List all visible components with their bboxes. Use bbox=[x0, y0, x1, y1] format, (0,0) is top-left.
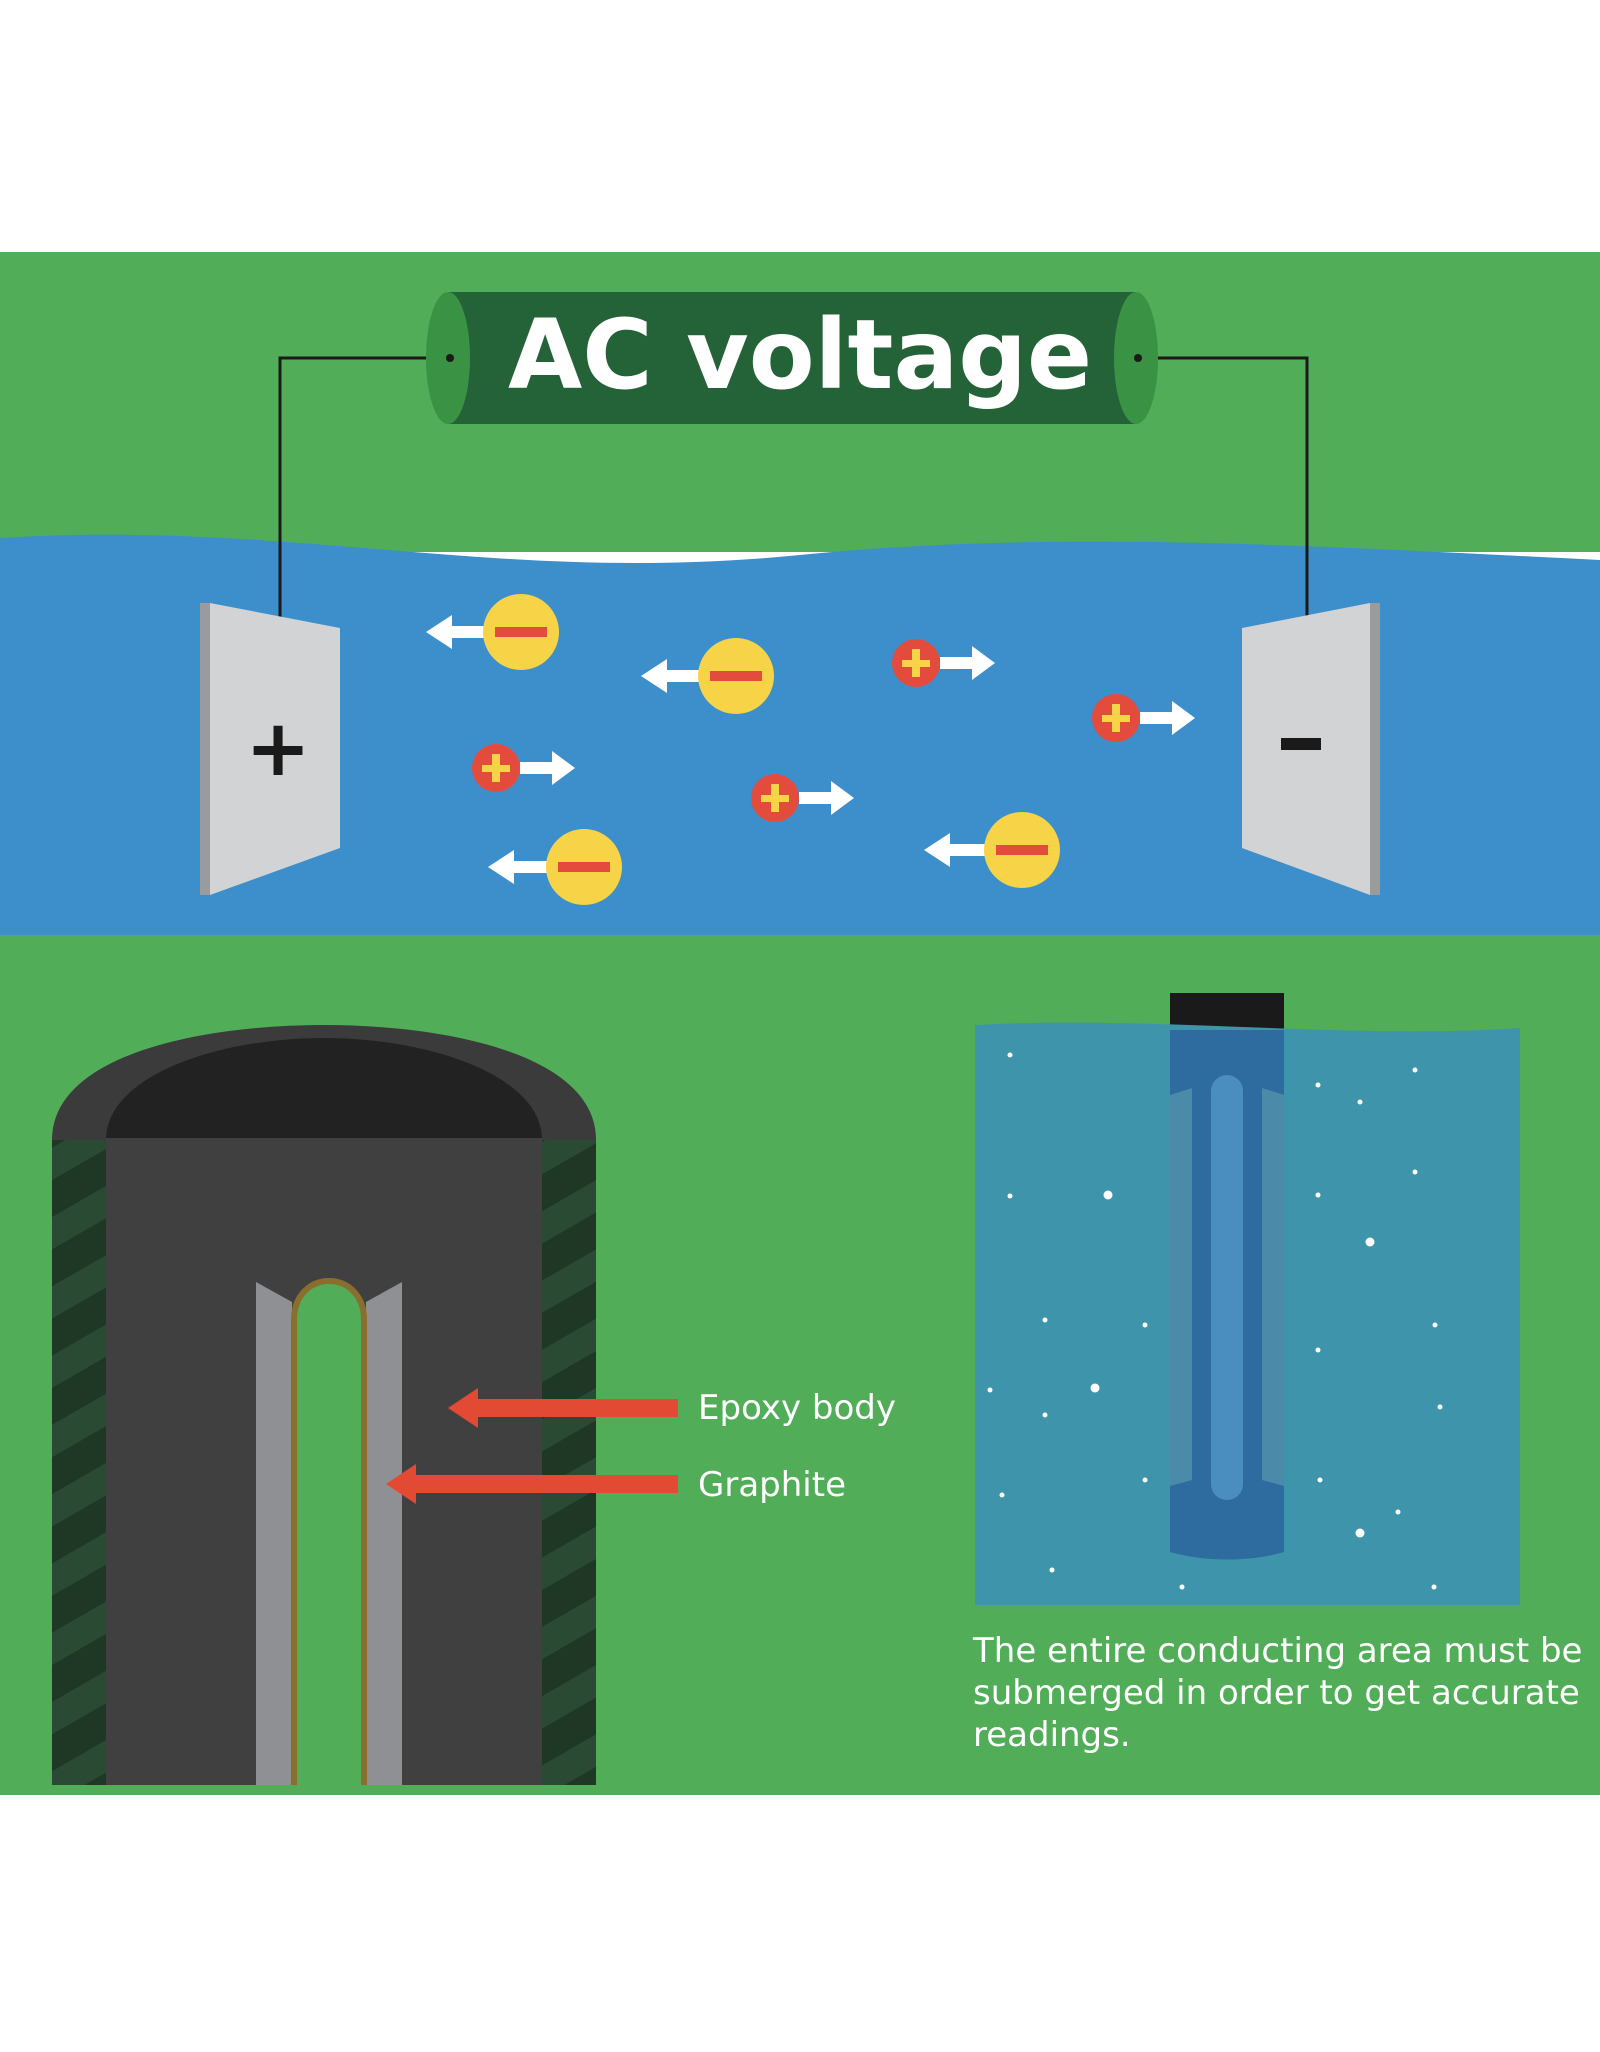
positive-ion bbox=[892, 639, 995, 687]
graphite-label: Graphite bbox=[698, 1465, 846, 1505]
negative-ion bbox=[641, 638, 774, 714]
positive-plate: + bbox=[200, 603, 340, 895]
epoxy-arrow bbox=[448, 1388, 678, 1428]
negative-ion bbox=[488, 829, 622, 905]
wire-left bbox=[278, 356, 452, 618]
graphite-layer bbox=[291, 1278, 367, 1785]
positive-ion bbox=[472, 744, 575, 792]
inner-channel bbox=[292, 1278, 366, 1785]
caption-line-2: submerged in order to get accurate bbox=[973, 1673, 1580, 1713]
positive-ion bbox=[751, 774, 854, 822]
graphite-rod bbox=[256, 1282, 292, 1785]
electrode-cross-section bbox=[52, 1025, 596, 1785]
graphite-arrow bbox=[386, 1464, 678, 1504]
epoxy-label: Epoxy body bbox=[698, 1388, 896, 1428]
positive-ion bbox=[1092, 694, 1195, 742]
negative-plate-symbol bbox=[1281, 738, 1321, 750]
wire-right bbox=[1140, 356, 1309, 618]
submerged-probe-illustration bbox=[975, 993, 1520, 1605]
caption-line-3: readings. bbox=[973, 1715, 1131, 1755]
negative-ion bbox=[924, 812, 1060, 888]
positive-plate-symbol: + bbox=[245, 704, 310, 794]
negative-ion bbox=[426, 594, 559, 670]
ac-voltage-title: AC voltage bbox=[508, 299, 1092, 411]
water-band bbox=[0, 534, 1600, 935]
water-particles bbox=[987, 1052, 1443, 1590]
caption-line-1: The entire conducting area must be bbox=[972, 1631, 1582, 1671]
probe-conductor bbox=[1211, 1075, 1243, 1500]
negative-plate bbox=[1242, 603, 1380, 895]
ac-voltage-source: AC voltage bbox=[426, 292, 1158, 424]
